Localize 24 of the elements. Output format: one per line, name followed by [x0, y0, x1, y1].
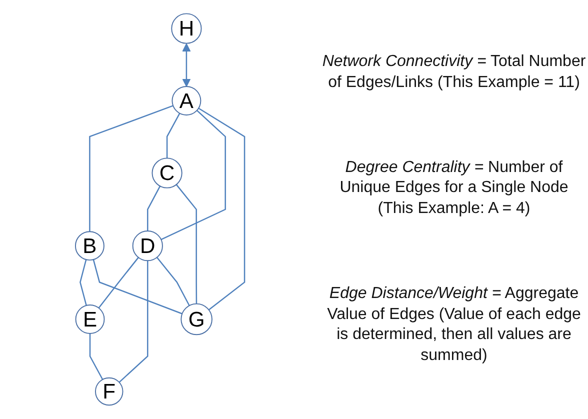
definition-text: Edge Distance/Weight = Aggregate Value of Edges (Value of each edge is determined, then all values are summed) — [326, 284, 582, 366]
node-circle: F — [95, 376, 124, 406]
definition-text: Network Connectivity = Total Number of Edges/Links (This Example = 11) — [321, 52, 587, 93]
connector — [89, 333, 104, 380]
connector — [156, 256, 190, 306]
definition-text: Degree Centrality = Number of Unique Edges for a Single Node (This Example: A = 4) — [338, 158, 570, 220]
connector — [147, 185, 161, 230]
node-circle: H — [171, 12, 202, 44]
node-circle: G — [180, 302, 212, 335]
node-circle: C — [152, 157, 182, 188]
connector — [166, 112, 180, 158]
node-circle: B — [74, 230, 104, 260]
connector — [92, 258, 182, 314]
node-circle: D — [132, 230, 163, 261]
connector — [160, 109, 226, 240]
connector — [98, 256, 139, 308]
connector — [89, 104, 174, 232]
node-circle: A — [172, 86, 202, 115]
arrow — [182, 42, 191, 86]
connector — [176, 184, 198, 304]
connector — [80, 258, 87, 306]
connector — [198, 107, 246, 310]
node-circle: E — [75, 304, 105, 334]
connector — [118, 260, 148, 382]
